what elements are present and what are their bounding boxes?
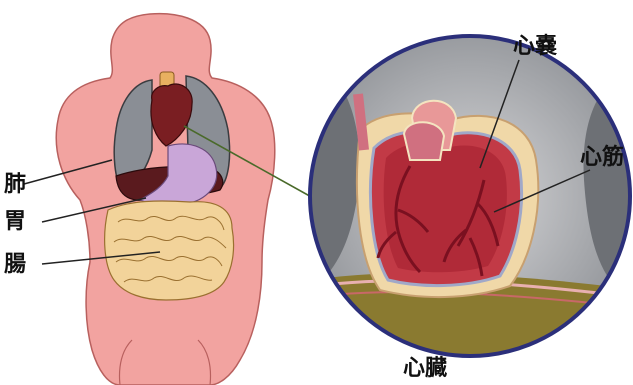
label-intestine: 腸: [4, 254, 26, 276]
label-myocardium: 心筋: [580, 147, 624, 169]
label-stomach: 胃: [4, 211, 26, 233]
label-pericardium: 心嚢: [513, 36, 557, 58]
label-lung: 肺: [4, 174, 26, 196]
intestine-shape: [105, 201, 234, 300]
label-heart: 心臓: [403, 358, 447, 380]
